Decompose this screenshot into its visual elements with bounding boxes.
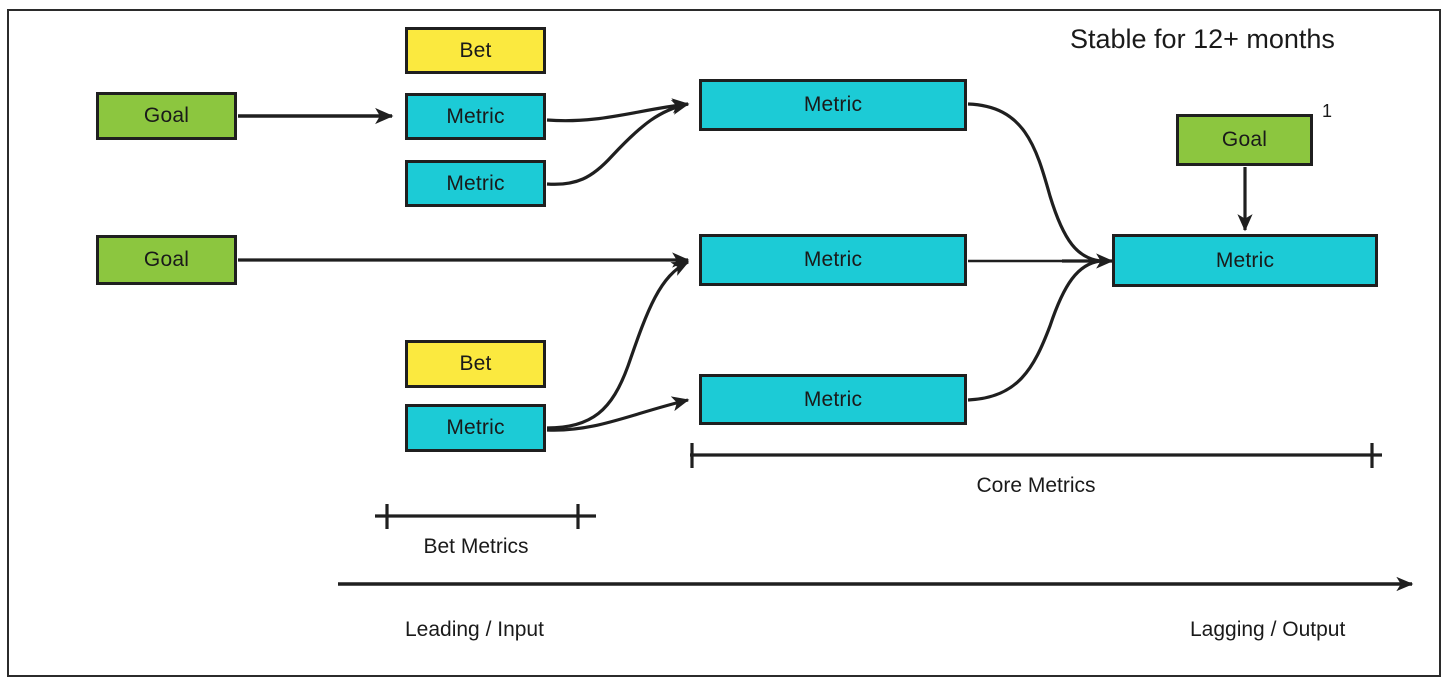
node-goal-right[interactable]: Goal [1176,114,1313,166]
node-bet-bottom[interactable]: Bet [405,340,546,388]
node-metric-a2[interactable]: Metric [405,160,546,207]
bracket-label-core-metrics: Core Metrics [976,474,1096,497]
node-label: Bet [459,38,492,62]
node-label: Metric [1215,248,1275,272]
node-label: Metric [446,416,505,439]
node-metric-core-1[interactable]: Metric [699,79,967,131]
node-metric-a1[interactable]: Metric [405,93,546,140]
node-metric-core-3[interactable]: Metric [699,374,967,425]
node-label: Metric [803,93,863,116]
axis-label-lagging-output: Lagging / Output [1190,618,1346,641]
node-goal-top[interactable]: Goal [96,92,237,140]
node-label: Metric [446,171,505,195]
bracket-label-bet-metrics: Bet Metrics [423,535,529,558]
node-label: Goal [143,248,190,271]
node-metric-output[interactable]: Metric [1112,234,1378,287]
node-label: Goal [143,104,190,127]
node-label: Metric [803,248,863,271]
node-label: Goal [1221,128,1268,151]
stability-note: Stable for 12+ months [1070,24,1335,54]
node-label: Metric [803,387,863,411]
footnote-marker-1: 1 [1322,101,1333,121]
node-label: Bet [459,352,492,375]
node-label: Metric [446,104,505,128]
node-metric-b1[interactable]: Metric [405,404,546,452]
node-goal-mid[interactable]: Goal [96,235,237,285]
node-bet-top[interactable]: Bet [405,27,546,74]
axis-label-leading-input: Leading / Input [405,618,544,641]
node-metric-core-2[interactable]: Metric [699,234,967,286]
